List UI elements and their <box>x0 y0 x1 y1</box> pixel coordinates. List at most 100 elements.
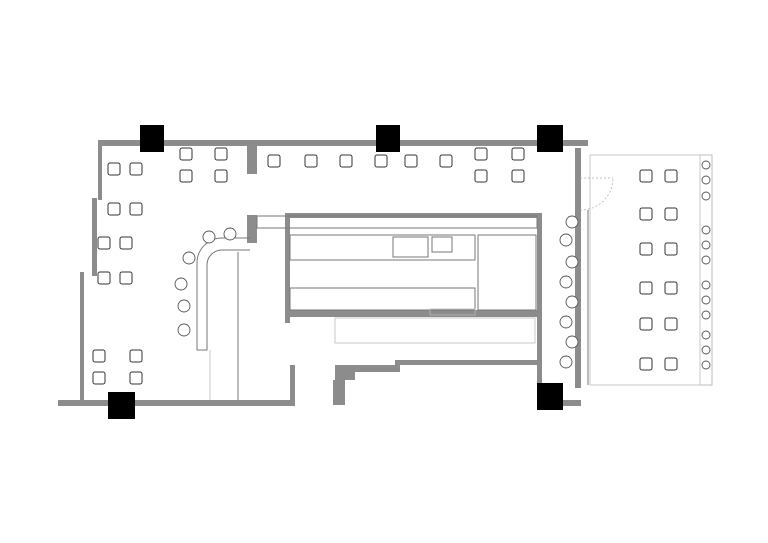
chair <box>129 371 143 385</box>
rear-stepped-wall <box>333 360 540 405</box>
chair <box>664 242 678 256</box>
stool <box>701 310 711 320</box>
stool <box>701 345 711 355</box>
right-wall <box>575 148 581 388</box>
stool <box>223 227 237 241</box>
top-wall <box>100 140 588 146</box>
left-wall-mid <box>92 198 97 276</box>
back-counter <box>334 317 536 344</box>
stool <box>182 251 196 265</box>
column <box>140 125 164 152</box>
bottom-right-wall <box>563 400 581 406</box>
stool <box>559 355 573 369</box>
column <box>376 125 400 152</box>
chair <box>97 271 111 285</box>
stool <box>565 335 579 349</box>
service-wall <box>290 365 295 405</box>
stool <box>565 295 579 309</box>
chair <box>129 202 143 216</box>
chair <box>474 169 488 183</box>
chair <box>214 147 228 161</box>
chair <box>664 317 678 331</box>
chair <box>119 236 133 250</box>
stool <box>701 175 711 185</box>
stool <box>559 275 573 289</box>
chair <box>339 154 353 168</box>
chair <box>639 357 653 371</box>
stool <box>701 191 711 201</box>
chair <box>92 371 106 385</box>
chair <box>374 154 388 168</box>
chair <box>129 349 143 363</box>
chair <box>129 162 143 176</box>
counter-top-strip <box>256 215 538 229</box>
bar <box>196 237 250 400</box>
planter-strip <box>699 154 713 386</box>
terrace <box>579 154 713 386</box>
kitchen-left-wall <box>285 213 290 323</box>
bar-counter <box>196 237 250 351</box>
stool <box>174 277 188 291</box>
chair <box>179 169 193 183</box>
chair <box>107 162 121 176</box>
kitchen-fixtures <box>256 215 538 344</box>
chair <box>92 349 106 363</box>
chair <box>664 169 678 183</box>
stool <box>701 225 711 235</box>
kitchen-divider-wall <box>285 310 540 317</box>
chair <box>639 207 653 221</box>
stool <box>559 233 573 247</box>
partition-wall <box>247 146 257 174</box>
chair <box>439 154 453 168</box>
stool <box>202 230 216 244</box>
stool <box>565 215 579 229</box>
walls <box>58 140 588 406</box>
left-wall-upper <box>98 140 102 200</box>
kitchen-counter-front <box>289 287 476 311</box>
door-swing <box>579 177 614 211</box>
chair <box>267 154 281 168</box>
chair <box>179 147 193 161</box>
column <box>537 383 563 410</box>
chair <box>664 281 678 295</box>
stool <box>565 255 579 269</box>
stool <box>701 360 711 370</box>
stool <box>701 295 711 305</box>
chair <box>119 271 133 285</box>
chair <box>304 154 318 168</box>
stool <box>701 280 711 290</box>
stove <box>392 236 429 258</box>
partition-wall-2 <box>247 215 257 243</box>
stool <box>177 299 191 313</box>
chair <box>639 281 653 295</box>
kitchen-counter-back <box>289 234 476 261</box>
chair <box>511 147 525 161</box>
chair <box>639 169 653 183</box>
storeroom <box>477 234 537 311</box>
stool <box>701 255 711 265</box>
left-wall-lower <box>80 272 84 402</box>
bottom-wall <box>58 400 295 406</box>
chair <box>404 154 418 168</box>
sink <box>431 236 453 253</box>
kitchen-right-wall <box>537 213 542 383</box>
stool <box>177 323 191 337</box>
chair <box>214 169 228 183</box>
chair <box>639 242 653 256</box>
stool <box>701 160 711 170</box>
chair <box>107 202 121 216</box>
columns <box>108 125 563 419</box>
stool <box>701 330 711 340</box>
chair <box>664 207 678 221</box>
chair <box>639 317 653 331</box>
column <box>108 392 135 419</box>
column <box>537 125 563 152</box>
stool <box>701 240 711 250</box>
chair <box>474 147 488 161</box>
terrace-boundary <box>589 154 713 386</box>
stool <box>559 315 573 329</box>
pass-window <box>429 308 476 316</box>
chair <box>664 357 678 371</box>
chair <box>97 236 111 250</box>
